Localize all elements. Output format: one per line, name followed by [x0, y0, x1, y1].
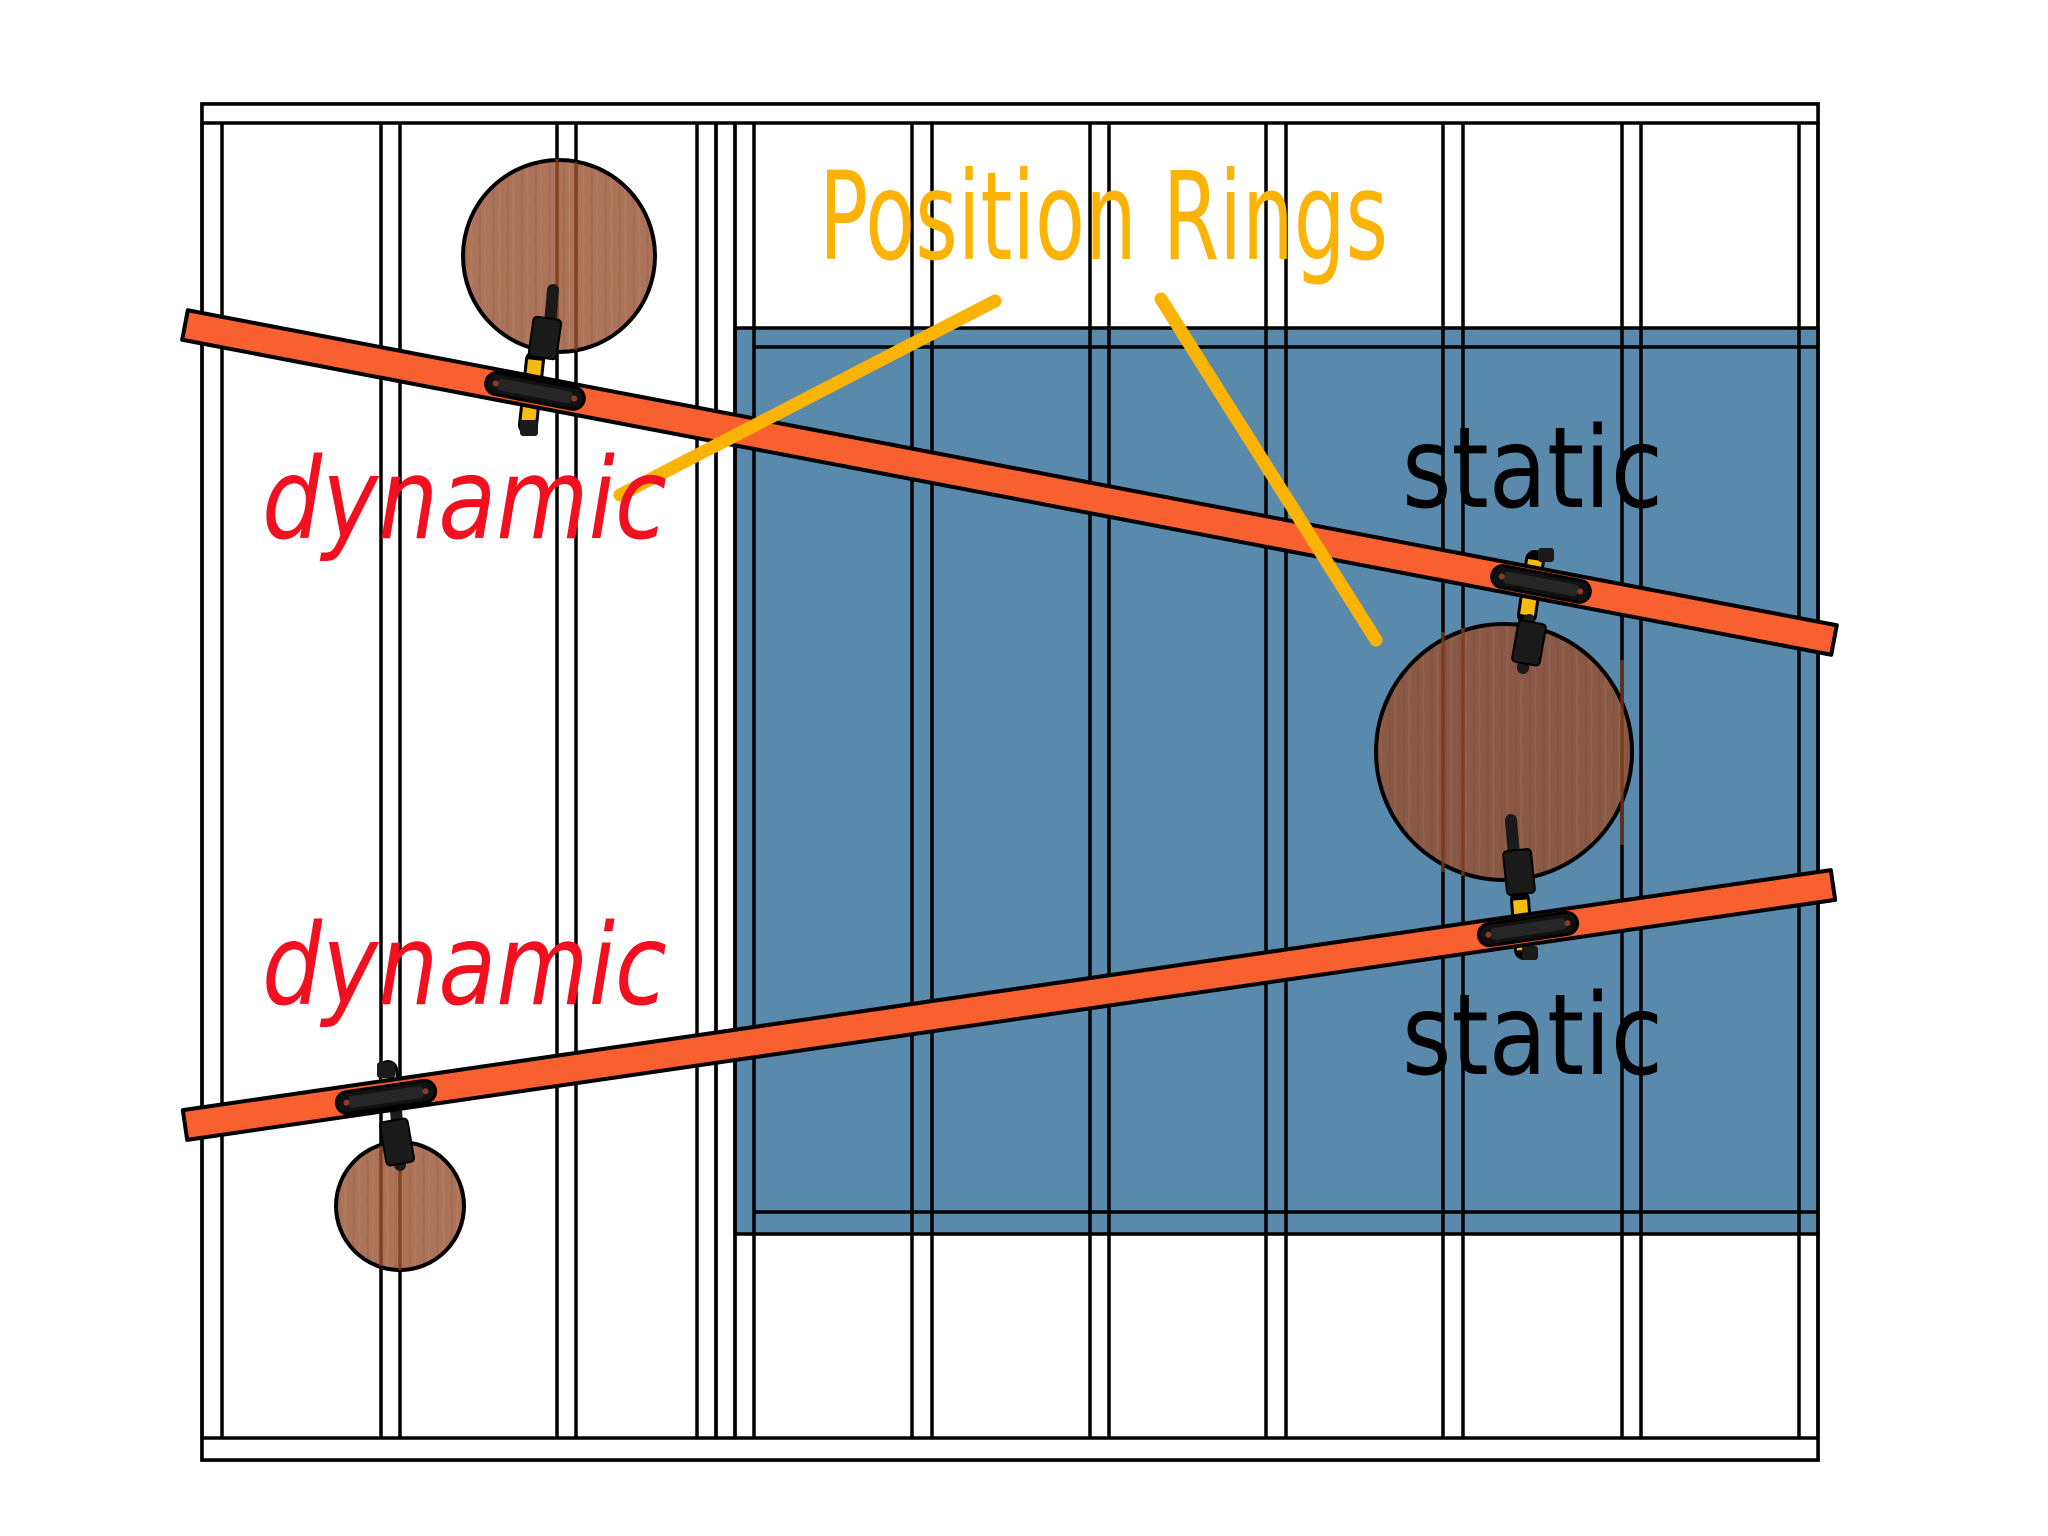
connector-cap-lower-left — [377, 1062, 395, 1078]
bar-upper — [180, 308, 1839, 657]
connector-cap-upper-left — [520, 420, 538, 436]
ring-upper-dynamic-grain — [465, 162, 653, 350]
bracket-screw-left — [1498, 573, 1505, 580]
bracket-screw-left — [1485, 931, 1492, 938]
bracket-recess — [1490, 918, 1566, 940]
orange-bars — [180, 308, 1839, 1142]
ring-static-grain — [1378, 626, 1630, 878]
bracket-recess — [497, 378, 573, 404]
connector-body-lower-left — [379, 1117, 415, 1167]
leader-lines — [613, 292, 1383, 647]
bracket-lower-right — [1476, 910, 1580, 948]
bracket-screw-left — [343, 1099, 350, 1106]
bottom-plate — [200, 1436, 1820, 1462]
connector-cap-upper-right — [1538, 548, 1554, 562]
connector-body-upper-right — [1511, 619, 1547, 667]
static-label-bottom: static — [1402, 971, 1663, 1101]
position-rings-label: Position Rings — [819, 146, 1388, 288]
bracket-screw-right — [422, 1088, 429, 1095]
bracket-upper-right — [1490, 564, 1592, 604]
mount-brackets — [334, 371, 1592, 1116]
dynamic-label-bottom: dynamic — [262, 901, 667, 1031]
bracket-lower-left — [334, 1078, 438, 1116]
connector-cap-lower-right — [1522, 946, 1538, 960]
static-label-top: static — [1402, 404, 1663, 534]
bar-lower — [180, 868, 1838, 1142]
dynamic-label-top: dynamic — [262, 435, 667, 565]
bracket-recess — [1503, 571, 1579, 597]
position-rings — [334, 158, 1634, 1272]
connector-body-upper-left — [527, 315, 563, 361]
bracket-screw-right — [1577, 588, 1584, 595]
bracket-screw-left — [492, 380, 499, 387]
leader-line-left — [613, 294, 1002, 502]
bracket-screw-right — [1564, 920, 1571, 927]
bracket-screw-right — [571, 395, 578, 402]
leader-line-right — [1154, 292, 1383, 647]
bracket-recess — [348, 1086, 424, 1108]
connector-body-lower-right — [1502, 848, 1536, 896]
top-plate — [200, 102, 1820, 125]
bracket-upper-left — [484, 371, 586, 411]
